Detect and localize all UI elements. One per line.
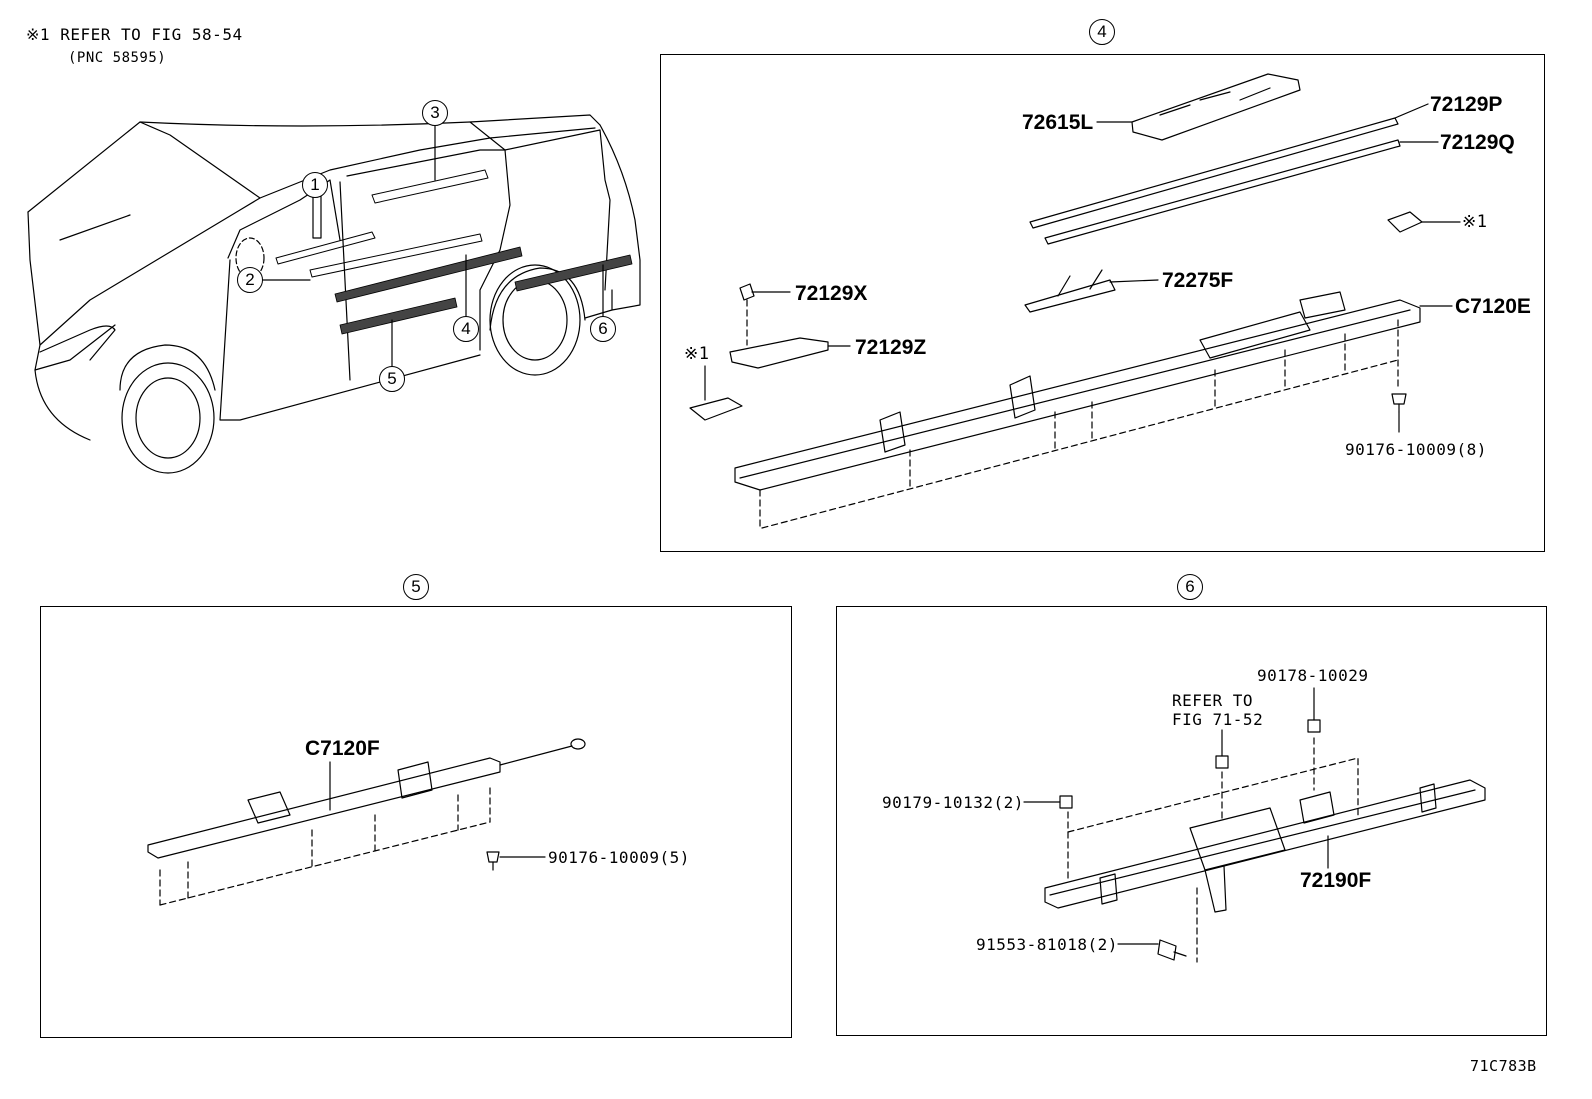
panel-6-index: 6	[1177, 574, 1203, 600]
callout-4[interactable]: 4	[453, 316, 479, 342]
panel-4-index: 4	[1089, 19, 1115, 45]
panel-4-frame	[660, 54, 1545, 552]
callout-3[interactable]: 3	[422, 100, 448, 126]
panel-5-drawing	[147, 738, 586, 906]
panel-6-frame	[836, 606, 1547, 1036]
callout-6[interactable]: 6	[590, 316, 616, 342]
part-72129Z[interactable]: 72129Z	[855, 336, 927, 359]
refer-line-2: FIG 71-52	[1172, 710, 1264, 729]
reference-line-1: REFER TO FIG 58-54	[60, 25, 243, 44]
panel-5-frame	[40, 606, 792, 1038]
callout-1[interactable]: 1	[302, 172, 328, 198]
part-72129X[interactable]: 72129X	[795, 282, 868, 305]
part-72615L[interactable]: 72615L	[1022, 111, 1094, 134]
part-90176-10009-5[interactable]: 90176-10009(5)	[548, 848, 690, 867]
callout-2[interactable]: 2	[237, 267, 263, 293]
leader-lines	[329, 103, 1461, 945]
refer-line-1: REFER TO	[1172, 691, 1254, 710]
part-90178-10029[interactable]: 90178-10029	[1257, 666, 1369, 685]
part-72129P[interactable]: 72129P	[1430, 93, 1503, 116]
part-90179-10132-2[interactable]: 90179-10132(2)	[882, 793, 1024, 812]
reference-mark: ※1	[26, 25, 51, 44]
reference-note: ※1 REFER TO FIG 58-54	[26, 25, 243, 45]
panel-6-drawing	[1044, 719, 1486, 963]
callout-5[interactable]: 5	[379, 366, 405, 392]
vehicle-illustration	[27, 114, 641, 474]
part-C7120F[interactable]: C7120F	[305, 737, 380, 760]
part-72129Q[interactable]: 72129Q	[1440, 131, 1515, 154]
ref-mark-right: ※1	[1462, 212, 1488, 232]
figure-id: 71C783B	[1470, 1057, 1537, 1075]
ref-mark-left: ※1	[684, 344, 710, 364]
part-C7120E[interactable]: C7120E	[1455, 295, 1531, 318]
panel-4-drawing	[689, 73, 1423, 529]
part-72190F[interactable]: 72190F	[1300, 869, 1372, 892]
panel-5-index: 5	[403, 574, 429, 600]
reference-pnc: (PNC 58595)	[68, 50, 167, 66]
part-90176-10009-8[interactable]: 90176-10009(8)	[1345, 440, 1487, 459]
part-72275F[interactable]: 72275F	[1162, 269, 1234, 292]
part-91553-81018-2[interactable]: 91553-81018(2)	[976, 935, 1118, 954]
